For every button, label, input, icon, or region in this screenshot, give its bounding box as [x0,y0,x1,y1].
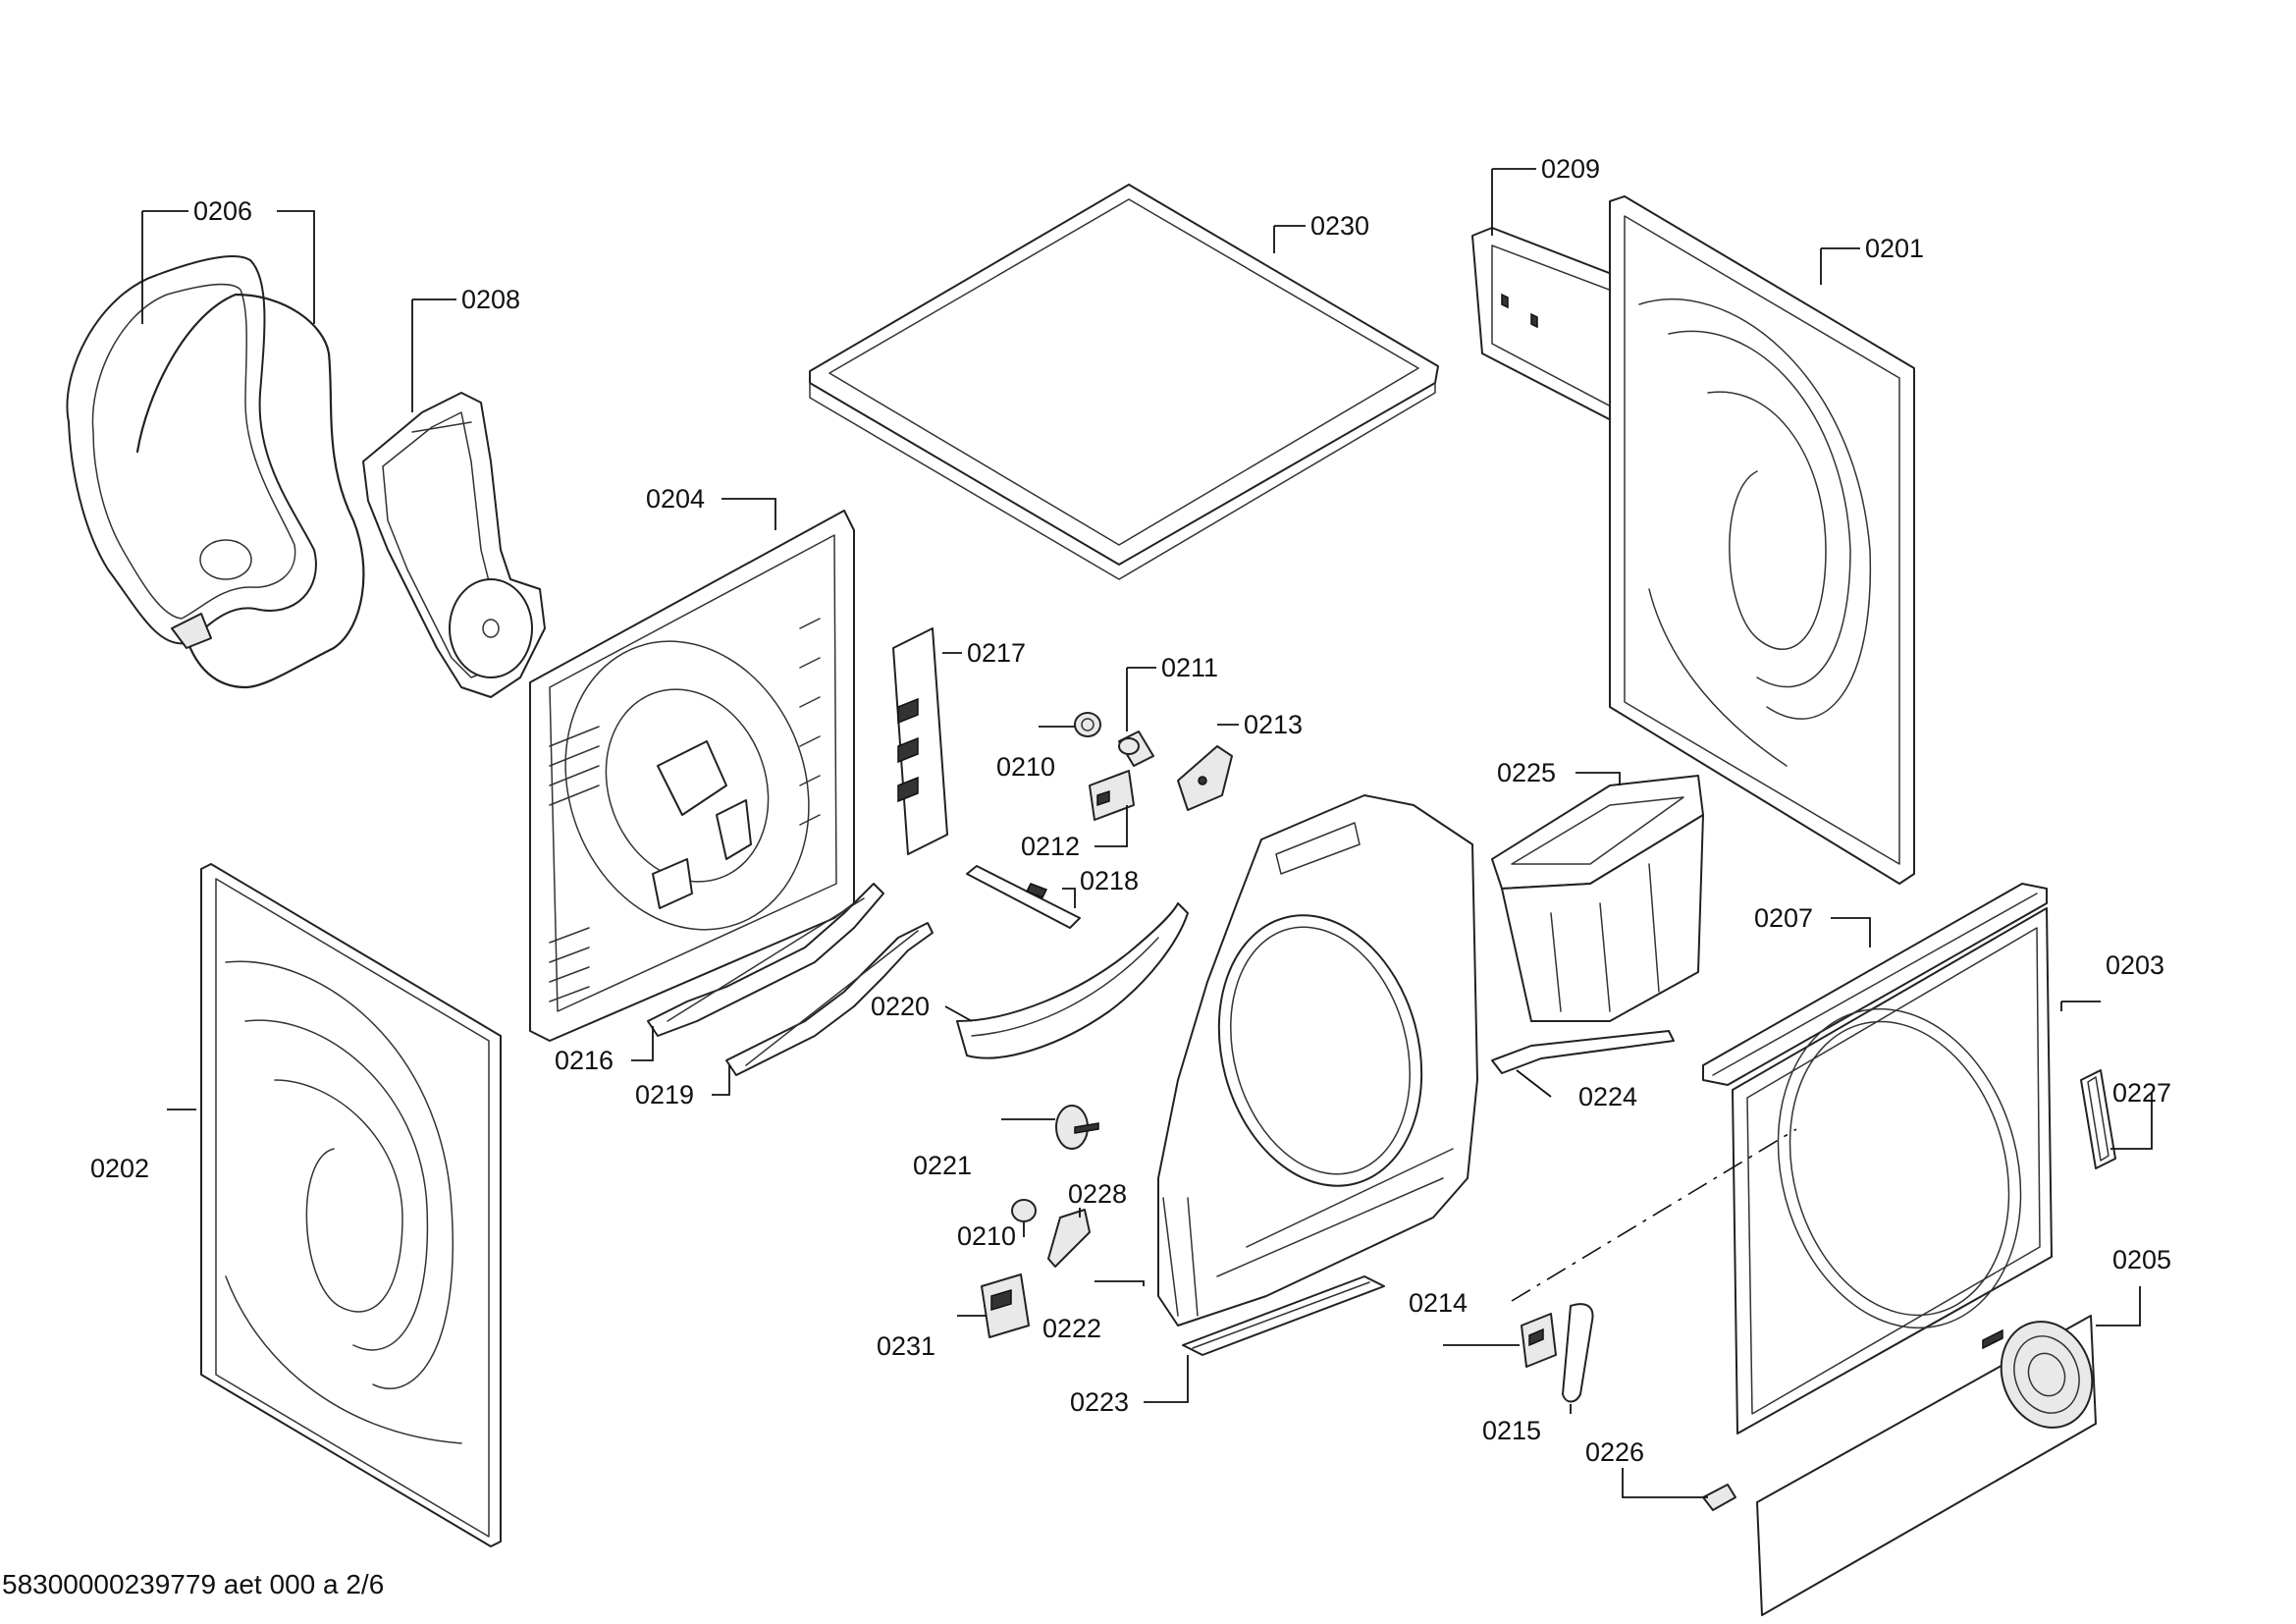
label-0227: 0227 [2112,1078,2171,1108]
part-0207-top-rail [1702,883,2048,1086]
part-0201-side-panel-right [1609,195,1915,885]
part-0218-bracket [966,865,1081,929]
label-0205: 0205 [2112,1245,2171,1274]
part-0226-clip [1702,1484,1736,1511]
part-0213-clip [1177,745,1233,811]
part-0220-air-duct [956,902,1189,1059]
label-0228: 0228 [1068,1179,1127,1209]
part-0227-handle [2080,1069,2116,1169]
part-0219-cable-harness [725,922,934,1076]
label-0220: 0220 [871,992,930,1021]
leader-lines [141,168,2153,1498]
label-0222: 0222 [1042,1314,1101,1343]
label-0213: 0213 [1244,710,1303,739]
label-0208: 0208 [461,285,520,314]
label-0231: 0231 [877,1331,935,1361]
assembly-axis-line [1511,1128,1797,1302]
part-0224-filter-seal [1491,1030,1675,1074]
label-0218: 0218 [1080,866,1139,895]
label-0211: 0211 [1161,653,1218,682]
part-0206-drum-seal [66,254,365,689]
part-0205-kick-plate [1756,1315,2097,1616]
label-0214: 0214 [1409,1288,1468,1318]
label-0210-upper: 0210 [996,752,1055,782]
part-0210-cap-lower [1011,1199,1037,1222]
label-0203: 0203 [2106,950,2164,980]
label-0202: 0202 [90,1154,149,1183]
label-0209: 0209 [1541,154,1600,184]
part-0212-connector [1089,770,1135,821]
part-0215-lock-cover [1562,1303,1594,1403]
part-0230-top-cover [809,184,1439,580]
label-0201: 0201 [1865,234,1924,263]
part-0202-side-panel-left [200,863,502,1547]
label-0217: 0217 [967,638,1026,668]
part-0228-sensor [1047,1209,1091,1268]
part-0204-rear-panel [529,510,855,1042]
label-0210-lower: 0210 [957,1221,1016,1251]
part-0231-module [981,1273,1030,1338]
label-0206: 0206 [193,196,252,226]
label-0221: 0221 [913,1151,972,1180]
label-0219: 0219 [635,1080,694,1110]
part-0223-gasket [1182,1275,1385,1356]
label-0230: 0230 [1310,211,1369,241]
label-0226: 0226 [1585,1437,1644,1467]
part-0221-shaft [1055,1105,1099,1150]
label-0215: 0215 [1482,1416,1541,1445]
part-0217-sensor-strip [892,627,948,855]
label-0225: 0225 [1497,758,1556,787]
label-0223: 0223 [1070,1387,1129,1417]
part-0214-door-lock [1521,1313,1557,1368]
label-0207: 0207 [1754,903,1813,933]
part-0211-pin [1118,731,1154,767]
part-0222-front-bearing-frame [1157,794,1478,1326]
part-0208-blower-housing [362,392,546,698]
part-0210-cap-upper [1074,712,1101,737]
part-0225-fluff-filter [1491,775,1704,1022]
label-0204: 0204 [646,484,705,514]
part-0203-front-panel [1732,907,2053,1435]
label-0212: 0212 [1021,832,1080,861]
drawing-number-footer: 58300000239779 aet 000 a 2/6 [2,1569,385,1599]
label-0224: 0224 [1578,1082,1637,1111]
part-0216-cable-harness [647,883,884,1037]
label-0216: 0216 [555,1046,614,1075]
